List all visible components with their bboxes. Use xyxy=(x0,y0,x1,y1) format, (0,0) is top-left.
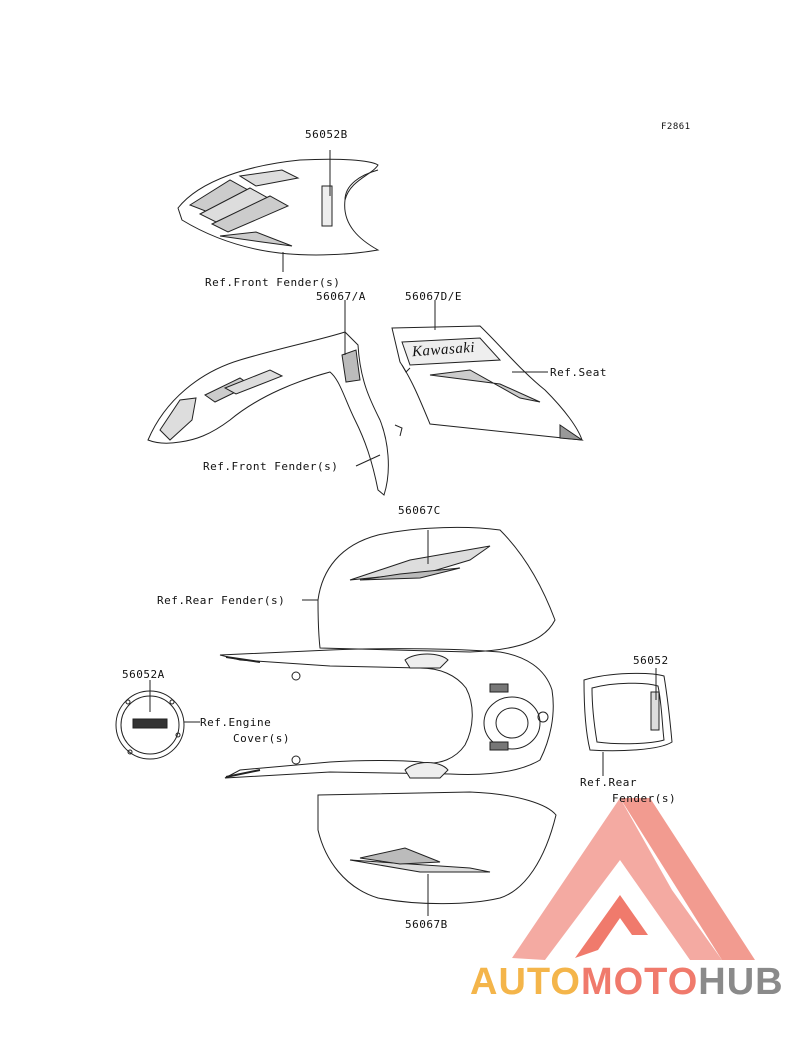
ref-label-front-fender-2: Ref.Front Fender(s) xyxy=(203,460,339,473)
ref-label-rear-fender-1: Ref.Rear Fender(s) xyxy=(157,594,286,607)
part-label-56052a: 56052A xyxy=(122,668,165,681)
watermark-text-auto: AUTO xyxy=(470,961,581,1003)
part-label-56052: 56052 xyxy=(633,654,669,667)
ref-label-rear-fender-2-line2: Fender(s) xyxy=(612,792,677,805)
watermark-text-hub: HUB xyxy=(698,961,784,1003)
watermark-text-moto: MOTO xyxy=(580,961,699,1003)
rear-fender-small-decal xyxy=(583,672,673,752)
part-label-56067c: 56067C xyxy=(398,504,441,517)
ref-label-rear-fender-2-line1: Ref.Rear xyxy=(580,776,637,789)
part-label-56067b: 56067B xyxy=(405,918,448,931)
ref-label-seat: Ref.Seat xyxy=(550,366,607,379)
front-fender-top-decal xyxy=(177,158,380,256)
ref-label-engine-line2: Cover(s) xyxy=(233,732,290,745)
watermark-text: AUTOMOTOHUB xyxy=(470,962,784,1002)
rear-fender-assembly xyxy=(219,526,557,916)
part-label-56067d-e: 56067D/E xyxy=(405,290,462,303)
part-label-56067-a: 56067/A xyxy=(316,290,366,303)
ref-label-engine-line1: Ref.Engine xyxy=(200,716,272,729)
ref-label-front-fender-1: Ref.Front Fender(s) xyxy=(205,276,341,289)
figure-code: F2861 xyxy=(661,122,691,132)
front-fender-right-part xyxy=(391,325,584,441)
front-fender-left-part xyxy=(147,331,403,496)
part-label-56052b: 56052B xyxy=(305,128,348,141)
watermark-logo xyxy=(512,798,755,960)
